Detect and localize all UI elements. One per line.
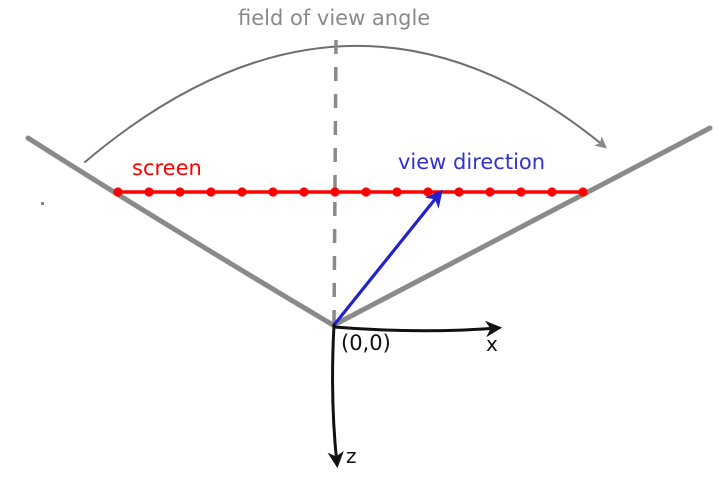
axis-x-label: x bbox=[486, 332, 498, 356]
screen-sample-point bbox=[330, 187, 340, 197]
axis-z-label: z bbox=[346, 444, 357, 468]
screen-sample-point bbox=[268, 187, 278, 197]
screen-sample-point bbox=[237, 187, 247, 197]
screen-sample-point bbox=[516, 187, 526, 197]
screen-label: screen bbox=[132, 156, 202, 180]
screen-sample-point bbox=[113, 187, 123, 197]
axis-z-arrow bbox=[327, 323, 344, 469]
screen-sample-point bbox=[423, 187, 433, 197]
screen-sample-point bbox=[361, 187, 371, 197]
screen-sample-point bbox=[578, 187, 588, 197]
stray-speck bbox=[41, 202, 44, 205]
origin-label: (0,0) bbox=[341, 331, 391, 355]
frustum-ray-left bbox=[25, 135, 336, 328]
center-axis-dashed-line bbox=[332, 39, 338, 326]
axis-x-arrow bbox=[332, 320, 503, 338]
frustum-ray-right bbox=[331, 125, 713, 328]
field-of-view-label: field of view angle bbox=[238, 6, 431, 30]
view-direction-label: view direction bbox=[398, 150, 546, 174]
screen-sample-point bbox=[175, 187, 185, 197]
screen-sample-points bbox=[113, 187, 588, 197]
screen-sample-point bbox=[547, 187, 557, 197]
screen-sample-point bbox=[299, 187, 309, 197]
screen-sample-point bbox=[392, 187, 402, 197]
screen-sample-point bbox=[206, 187, 216, 197]
field-of-view-arc bbox=[84, 44, 608, 163]
screen-sample-point bbox=[454, 187, 464, 197]
view-direction-arrow bbox=[332, 189, 443, 327]
screen-sample-point bbox=[485, 187, 495, 197]
screen-sample-point bbox=[144, 187, 154, 197]
